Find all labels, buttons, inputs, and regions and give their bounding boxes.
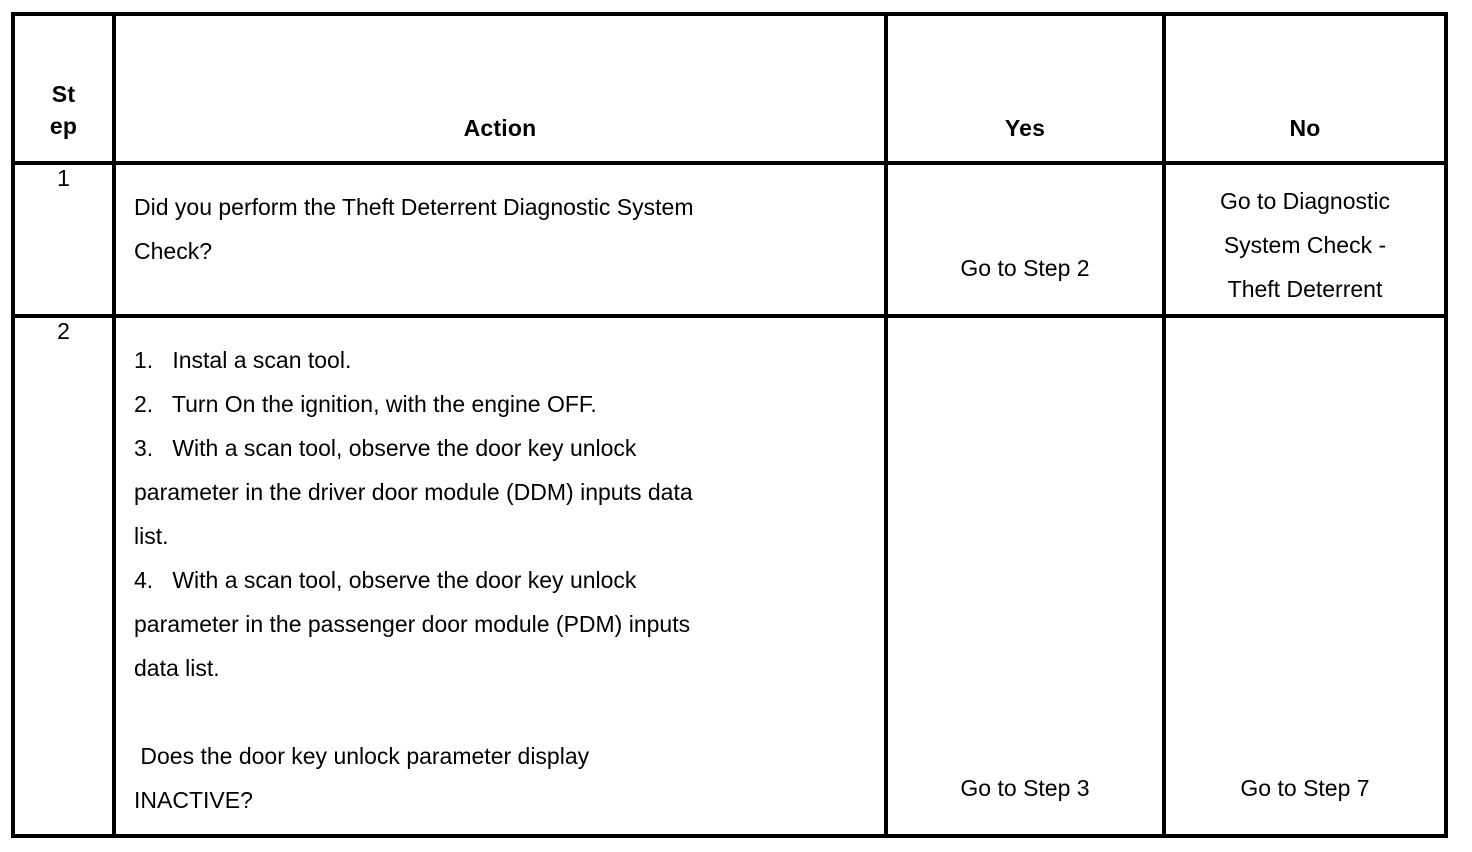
action-line: Check?: [134, 238, 212, 264]
action-step-item: data list.: [134, 655, 220, 682]
table-header-row: St ep Action Yes No: [11, 12, 1448, 165]
no-branch-cell-1: Go to Diagnostic System Check - Theft De…: [1162, 160, 1448, 319]
action-step-item: 4. With a scan tool, observe the door ke…: [134, 567, 637, 594]
branch-line: Theft Deterrent: [1227, 276, 1383, 302]
action-step-item: 2. Turn On the ignition, with the engine…: [134, 391, 597, 418]
column-header-no: No: [1162, 12, 1448, 165]
action-cell-1: Did you perform the Theft Deterrent Diag…: [112, 160, 888, 319]
column-header-step: St ep: [11, 12, 116, 165]
action-step-item: parameter in the passenger door module (…: [134, 611, 691, 638]
branch-line: Go to Step 3: [960, 775, 1090, 801]
step-number-2: 2: [11, 314, 116, 838]
action-step-item: 3. With a scan tool, observe the door ke…: [134, 435, 637, 462]
table-row: 1 Did you perform the Theft Deterrent Di…: [11, 160, 1448, 319]
diagnostic-procedure-table: St ep Action Yes No 1: [11, 12, 1448, 838]
branch-line: System Check -: [1223, 232, 1387, 258]
column-header-yes: Yes: [884, 12, 1166, 165]
action-spacer: [134, 690, 870, 734]
action-step-item: 1. Instal a scan tool.: [134, 347, 352, 374]
branch-line: Go to Diagnostic: [1219, 188, 1391, 214]
column-header-no-label: No: [1289, 114, 1321, 141]
column-header-step-line1: St: [51, 80, 76, 107]
column-header-yes-label: Yes: [1004, 114, 1046, 141]
column-header-step-line2: ep: [49, 113, 78, 140]
action-line: Did you perform the Theft Deterrent Diag…: [134, 194, 694, 220]
column-header-action: Action: [112, 12, 888, 165]
yes-branch-cell-2: Go to Step 3: [884, 314, 1166, 838]
branch-line: Go to Step 2: [960, 255, 1090, 282]
table-row: 2 1. Instal a scan tool. 2. Turn On the …: [11, 314, 1448, 838]
action-step-item: parameter in the driver door module (DDM…: [134, 479, 693, 506]
step-number-1: 1: [11, 160, 116, 319]
column-header-action-label: Action: [463, 114, 537, 141]
action-question-line: Does the door key unlock parameter displ…: [134, 743, 590, 770]
action-cell-2: 1. Instal a scan tool. 2. Turn On the ig…: [112, 314, 888, 838]
action-question-line: INACTIVE?: [134, 787, 253, 814]
action-step-item: list.: [134, 523, 169, 550]
yes-branch-cell-1: Go to Step 2: [884, 160, 1166, 319]
no-branch-cell-2: Go to Step 7: [1162, 314, 1448, 838]
branch-line: Go to Step 7: [1240, 775, 1370, 801]
